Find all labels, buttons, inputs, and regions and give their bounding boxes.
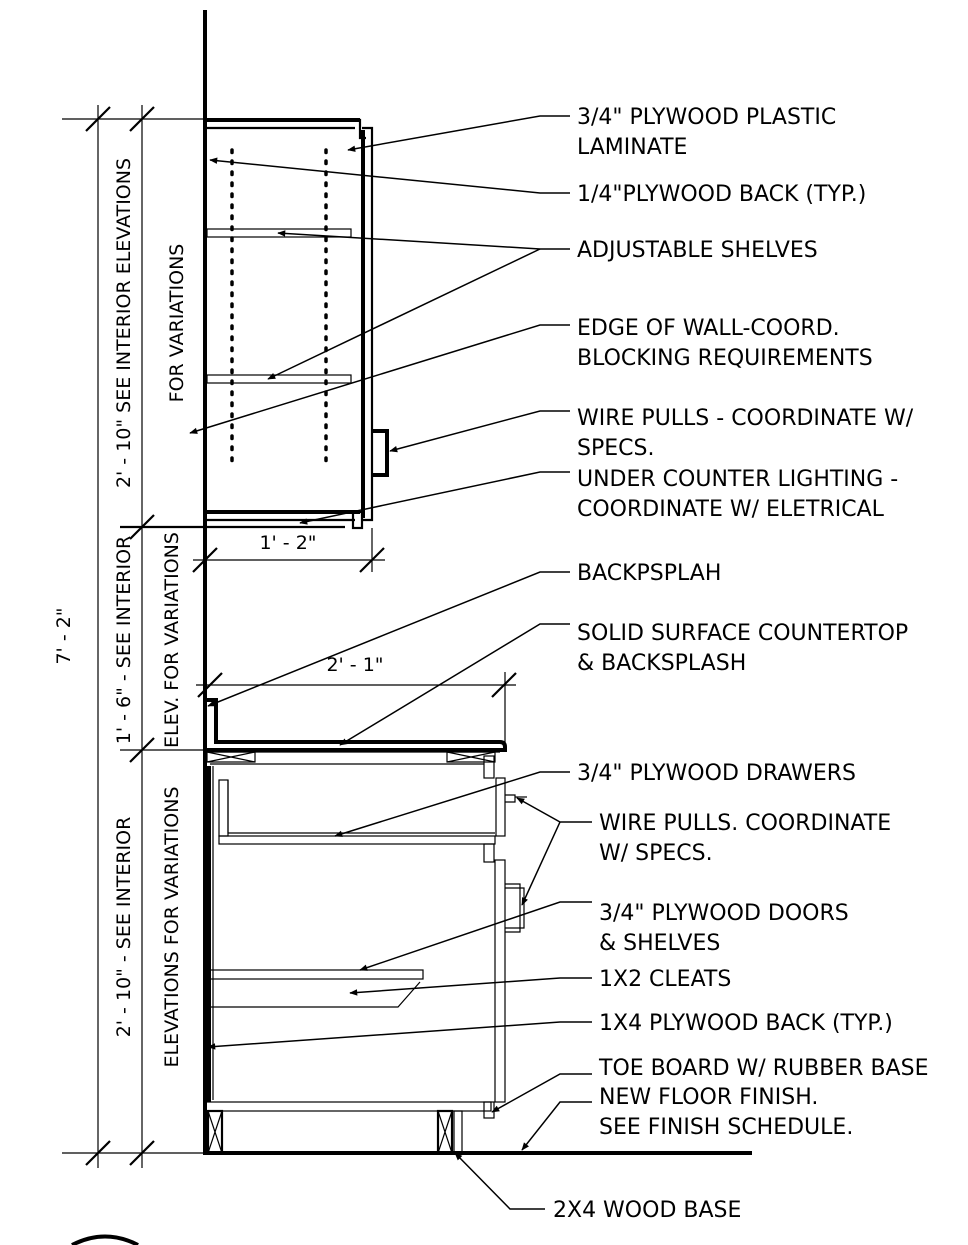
note-floor-2: SEE FINISH SCHEDULE. xyxy=(599,1115,853,1140)
note-wire-pulls-lower-1: WIRE PULLS. COORDINATE xyxy=(599,811,891,836)
note-wire-pulls-upper-2: SPECS. xyxy=(577,436,654,461)
note-lighting-2: COORDINATE W/ ELETRICAL xyxy=(577,497,885,522)
dim-middle-line2: ELEV. FOR VARIATIONS xyxy=(161,532,183,748)
dim-upper-depth: 1' - 2" xyxy=(259,532,316,554)
note-wall-edge-2: BLOCKING REQUIREMENTS xyxy=(577,346,873,371)
note-plywood-back-lower: 1X4 PLYWOOD BACK (TYP.) xyxy=(599,1011,893,1036)
lower-wire-pull-door xyxy=(505,883,521,933)
dimension-lines xyxy=(62,105,517,1168)
note-toe-board: TOE BOARD W/ RUBBER BASE xyxy=(598,1056,928,1081)
cabinet-bottom xyxy=(204,1101,492,1112)
callout-notes: 3/4" PLYWOOD PLASTIC LAMINATE 1/4"PLYWOO… xyxy=(553,105,928,1223)
note-countertop-2: & BACKSPLASH xyxy=(577,651,746,676)
drawer-back xyxy=(218,779,229,837)
dim-overall: 7' - 2" xyxy=(53,607,75,664)
base-cabinet xyxy=(204,755,527,1155)
dim-upper-line1: 2' - 10" SEE INTERIOR ELEVATIONS xyxy=(113,158,135,488)
adjustable-shelf-lower xyxy=(206,374,352,384)
countertop xyxy=(206,698,507,763)
toe-board xyxy=(483,1101,495,1119)
note-wire-pulls-upper-1: WIRE PULLS - COORDINATE W/ xyxy=(577,406,914,431)
section-marker-circle xyxy=(71,1234,139,1245)
note-adjustable-shelves: ADJUSTABLE SHELVES xyxy=(577,238,818,263)
base-shelf xyxy=(207,969,424,980)
dim-lower-line1: 2' - 10" - SEE INTERIOR xyxy=(113,817,135,1038)
note-backsplash: BACKPSPLAH xyxy=(577,561,721,586)
note-plywood-back-upper: 1/4"PLYWOOD BACK (TYP.) xyxy=(577,182,866,207)
note-countertop-1: SOLID SURFACE COUNTERTOP xyxy=(577,621,908,646)
note-floor-1: NEW FLOOR FINISH. xyxy=(599,1085,818,1110)
dim-upper-line2: FOR VARIATIONS xyxy=(166,244,188,403)
note-drawers: 3/4" PLYWOOD DRAWERS xyxy=(577,761,856,786)
cleat xyxy=(209,979,421,1008)
drawer-bottom xyxy=(218,835,496,845)
wood-base-right xyxy=(436,1109,454,1155)
note-cleats: 1X2 CLEATS xyxy=(599,967,731,992)
note-wire-pulls-lower-2: W/ SPECS. xyxy=(599,841,713,866)
leader-lines xyxy=(189,115,592,1210)
note-wall-edge-1: EDGE OF WALL-COORD. xyxy=(577,316,840,341)
drawer-front xyxy=(495,777,506,837)
note-plywood-laminate-2: LAMINATE xyxy=(577,135,687,160)
note-doors-shelves-2: & SHELVES xyxy=(599,931,720,956)
adjustable-shelf-upper xyxy=(206,228,352,238)
note-doors-shelves-1: 3/4" PLYWOOD DOORS xyxy=(599,901,849,926)
lower-wire-pull-drawer xyxy=(505,794,516,803)
door-front xyxy=(494,859,506,1103)
note-wood-base: 2X4 WOOD BASE xyxy=(553,1198,741,1223)
wood-base-left xyxy=(206,1109,224,1155)
note-plywood-laminate-1: 3/4" PLYWOOD PLASTIC xyxy=(577,105,836,130)
dim-lower-line2: ELEVATIONS FOR VARIATIONS xyxy=(161,786,183,1067)
note-lighting-1: UNDER COUNTER LIGHTING - xyxy=(577,467,898,492)
dim-middle-line1: 1' - 6" - SEE INTERIOR xyxy=(113,536,135,745)
upper-cabinet xyxy=(205,118,389,530)
upper-wire-pull xyxy=(372,429,389,477)
dim-counter-depth: 2' - 1" xyxy=(326,654,383,676)
